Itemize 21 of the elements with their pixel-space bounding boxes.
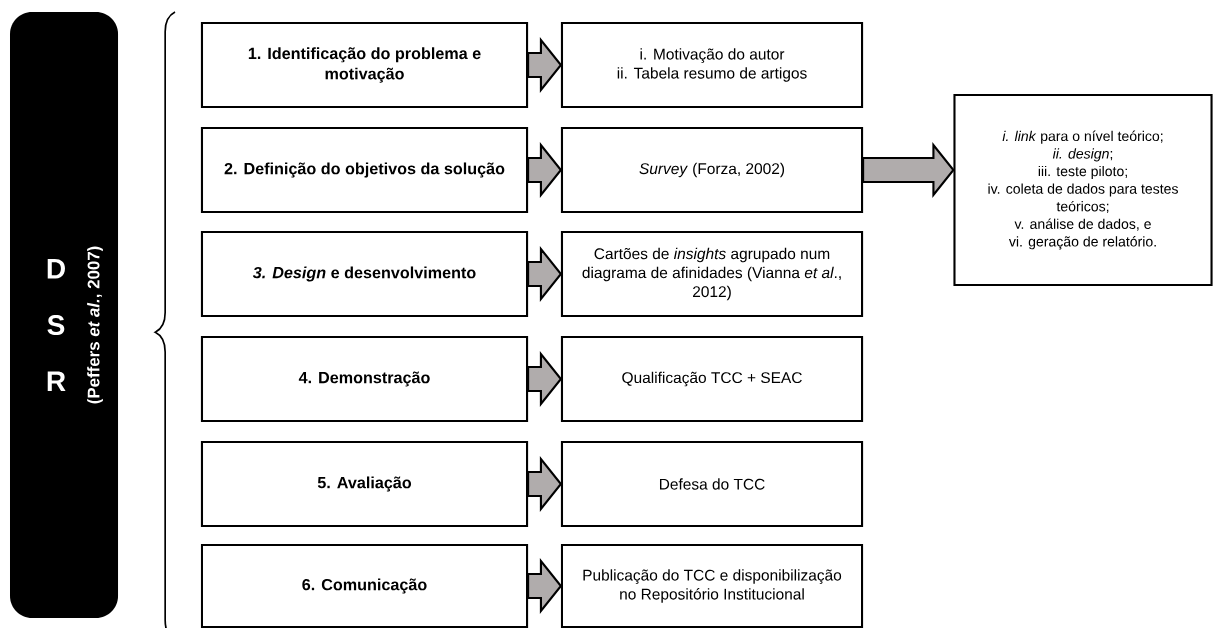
block-arrow — [527, 351, 563, 407]
method-banner: D S R (Peffers et al., 2007) — [10, 11, 119, 619]
step-box: 4. Demonstração — [200, 335, 529, 423]
block-arrow — [527, 456, 563, 512]
list-box: i. link para o nível teórico; ii. design; iii. teste piloto; iv. coleta de dados para testes teóricos; v. análise de dados, e vi. geração de relatório. — [953, 93, 1213, 287]
block-arrow — [527, 37, 563, 93]
step-box: 1. Identificação do problema e motivação — [200, 21, 529, 109]
block-arrow — [527, 558, 563, 614]
step-box: 5. Avaliação — [200, 440, 529, 528]
step-box: 3. Design e desenvolvimento — [200, 230, 529, 318]
result-box: Qualificação TCC + SEAC — [560, 335, 864, 423]
result-box: i. Motivação do autor ii. Tabela resumo de artigos — [560, 21, 864, 109]
block-arrow — [862, 142, 955, 198]
step-box: 2. Definição do objetivos da solução — [200, 126, 529, 214]
result-box: Defesa do TCC — [560, 440, 864, 528]
block-arrow — [527, 246, 563, 302]
result-box: Publicação do TCC e disponibilização no Repositório Institucional — [560, 543, 864, 628]
block-arrow — [527, 142, 563, 198]
result-box: Survey (Forza, 2002) — [560, 126, 864, 214]
result-box: Cartões de insights agrupado num diagrama de afinidades (Vianna et al., 2012) — [560, 230, 864, 318]
step-box: 6. Comunicação — [200, 543, 529, 628]
